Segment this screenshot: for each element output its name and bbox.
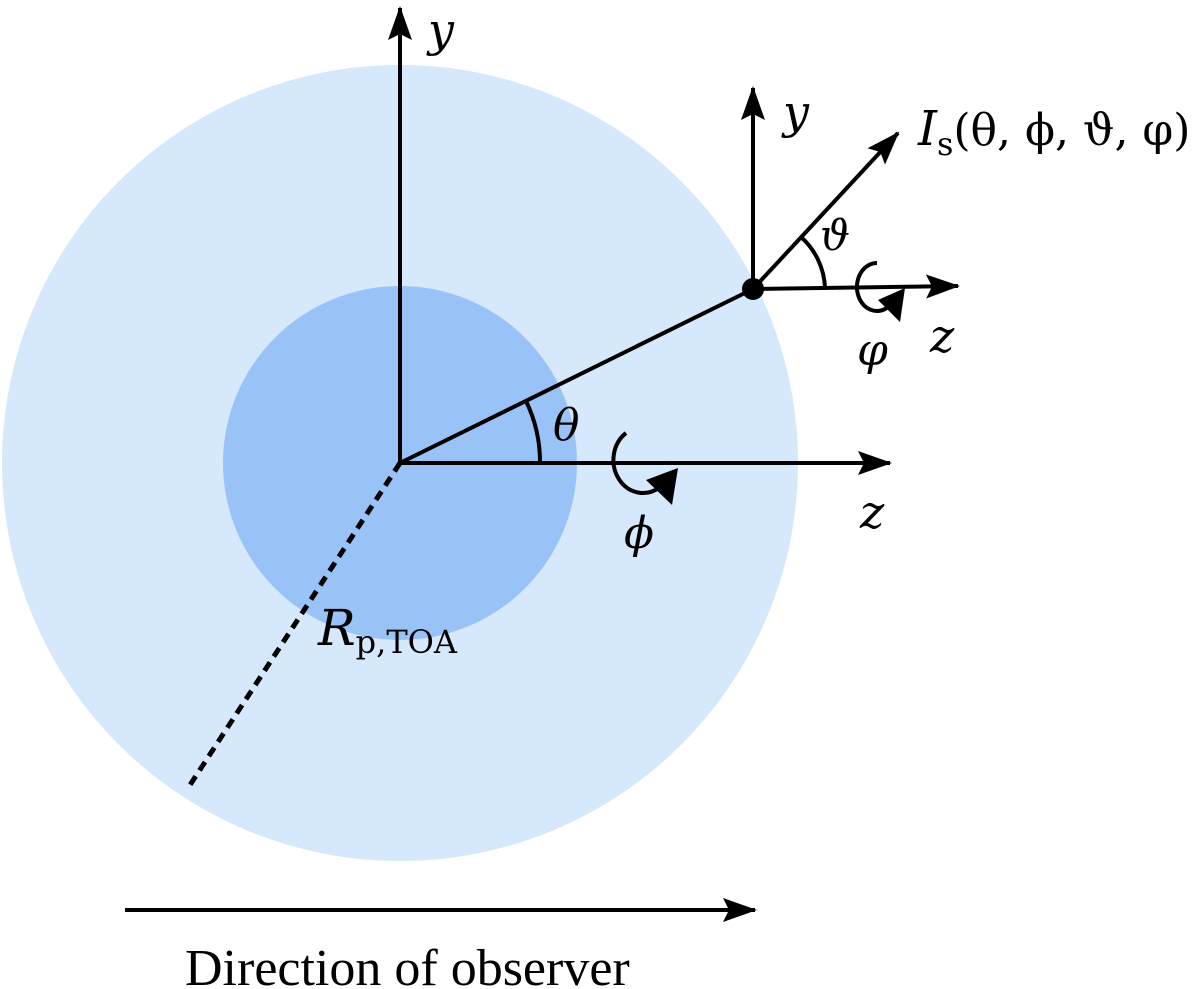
varphi-label: φ xyxy=(857,325,888,376)
vartheta-arc xyxy=(799,235,827,289)
phi-rotation-arrowhead xyxy=(646,468,678,505)
local-z-label: z xyxy=(929,309,955,363)
radius-dashed-line xyxy=(187,461,403,787)
main-z-label: z xyxy=(859,485,885,539)
intensity-direction-arrow xyxy=(751,131,900,291)
local-y-label: y xyxy=(781,85,810,139)
observer-caption: Direction of observer xyxy=(185,940,630,989)
phi-rotation-arc xyxy=(611,431,662,495)
varphi-rotation-arc xyxy=(854,260,890,313)
varphi-rotation-arrowhead xyxy=(878,288,905,322)
radius-label: Rp,TOA xyxy=(317,599,458,661)
scattering-point-line xyxy=(399,287,754,465)
main-y-label: y xyxy=(426,3,455,57)
vartheta-label: ϑ xyxy=(820,211,850,260)
intensity-label: Is(θ, ϕ, ϑ, φ) xyxy=(917,101,1190,163)
theta-arc xyxy=(524,400,543,464)
theta-label: θ xyxy=(553,400,580,451)
phi-label: ϕ xyxy=(624,508,654,559)
